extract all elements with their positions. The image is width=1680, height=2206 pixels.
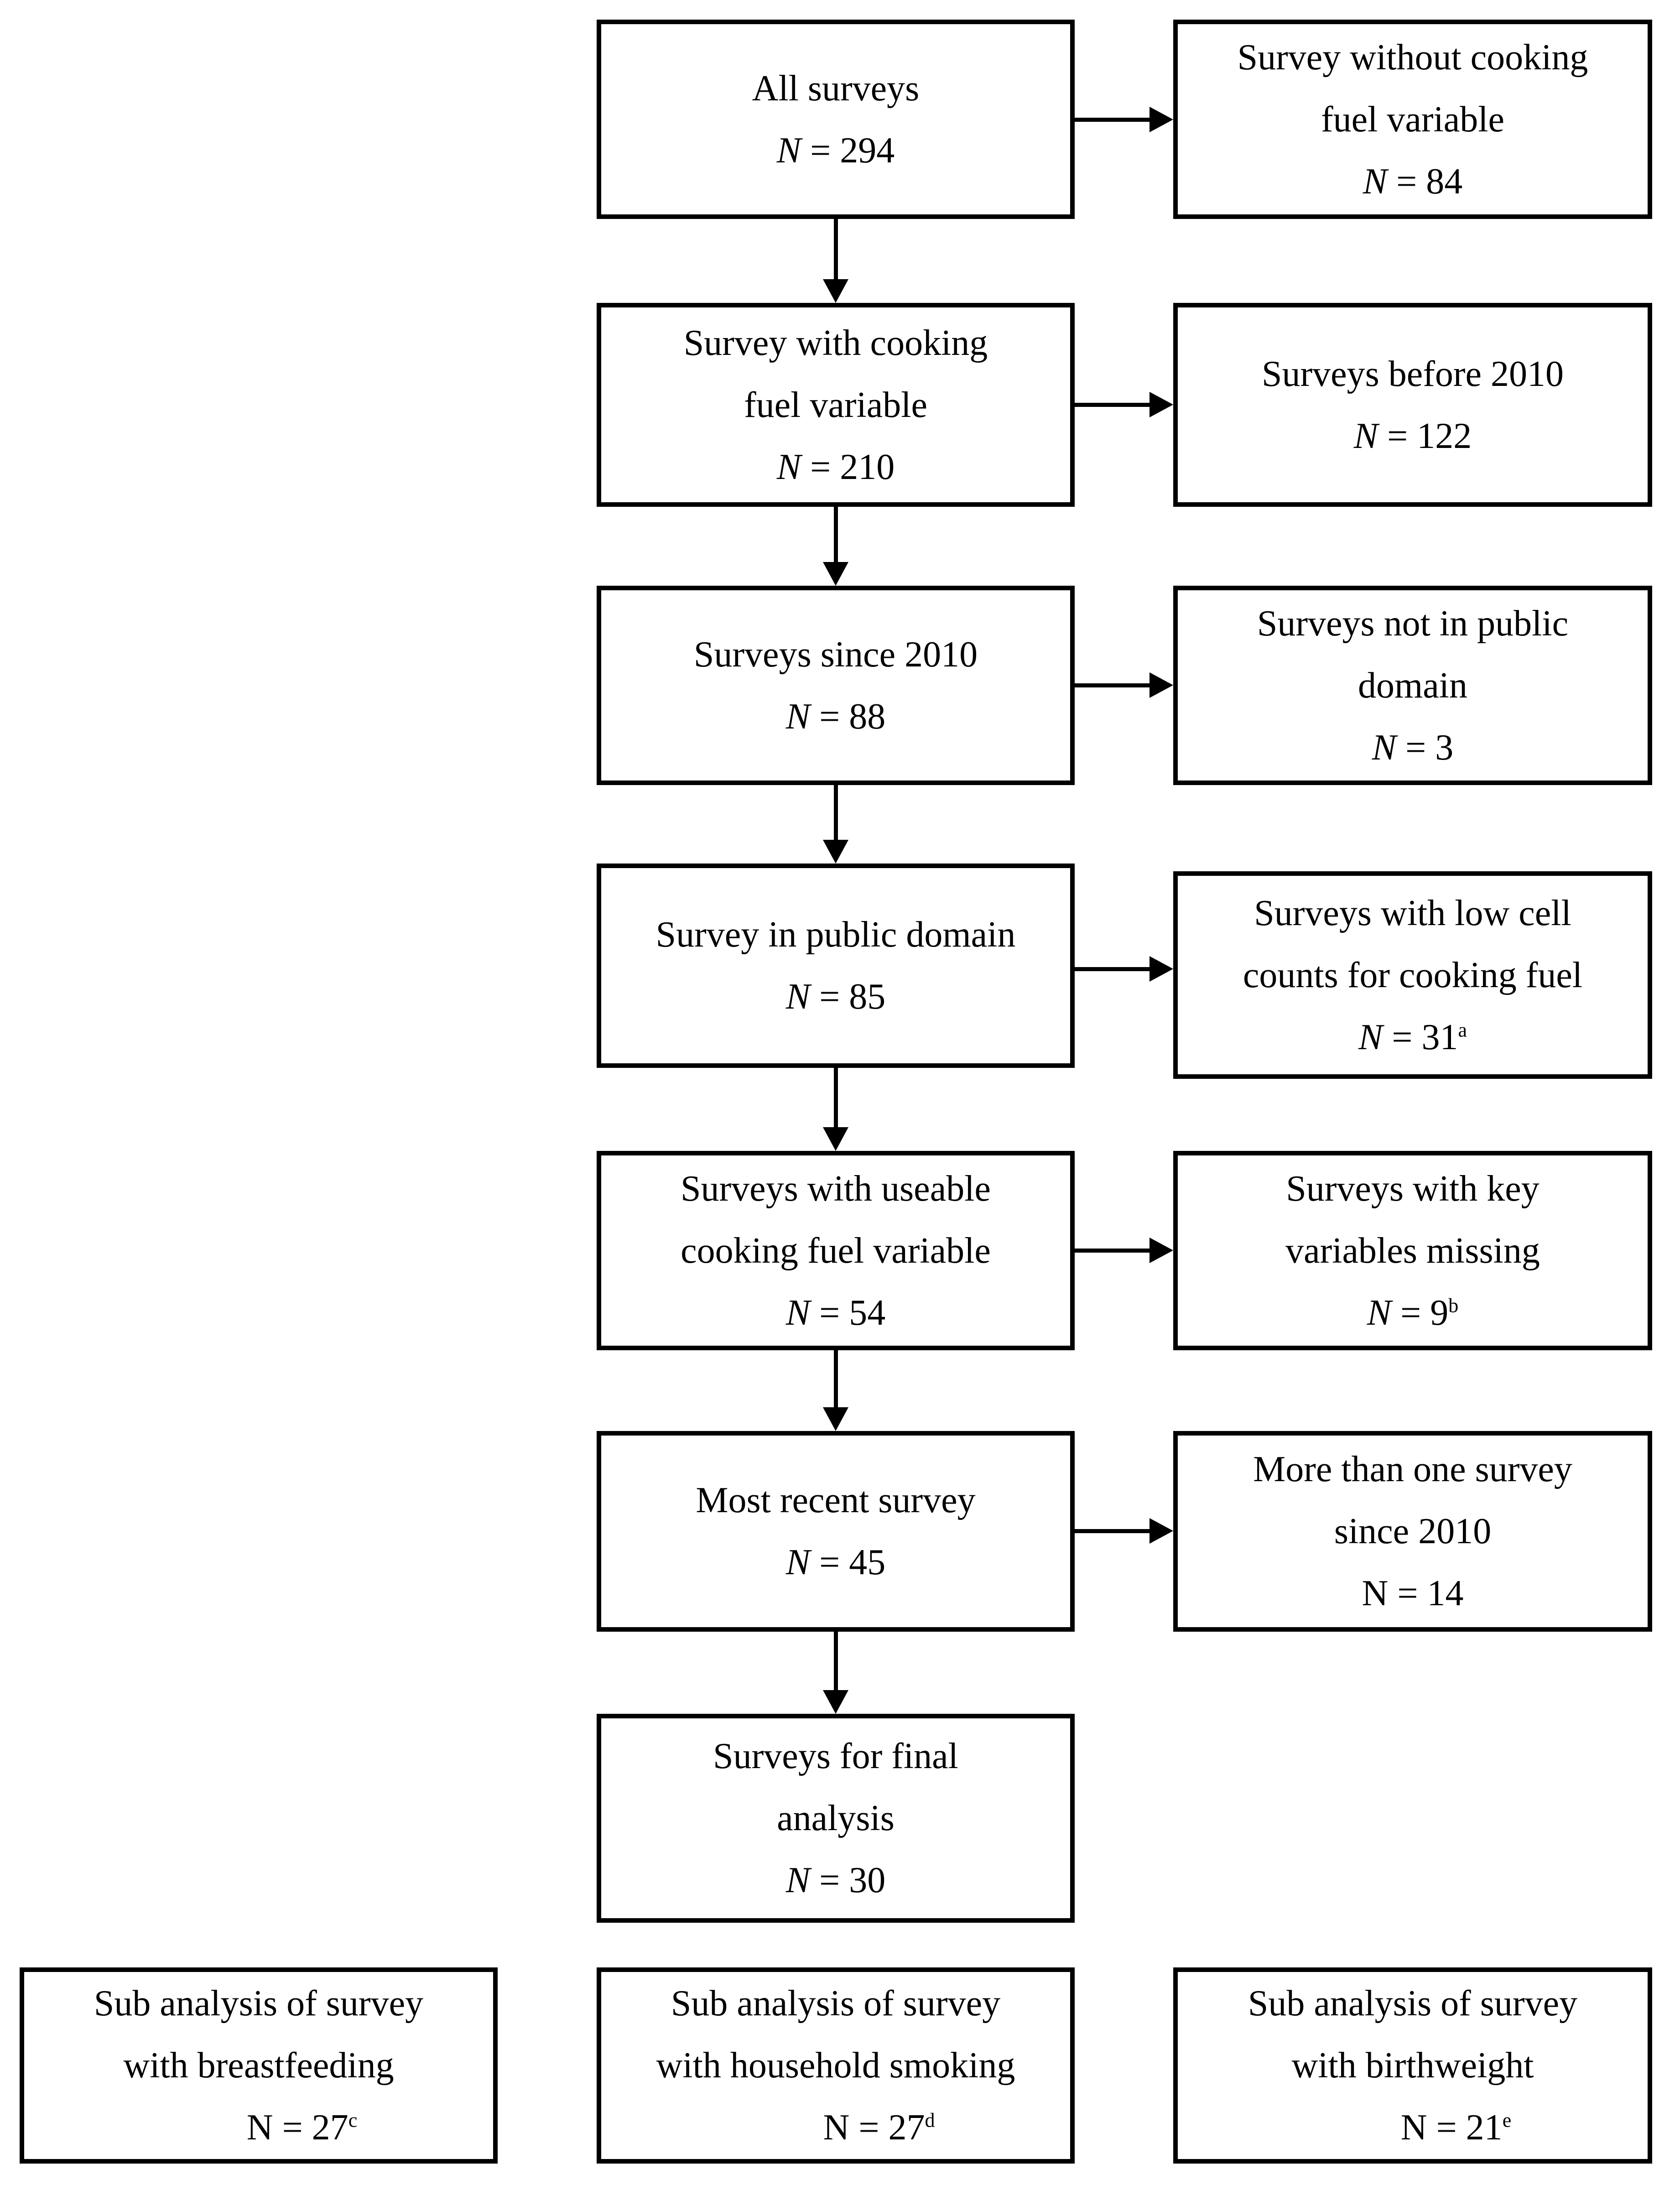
box-sub-analysis-household-smoking: Sub analysis of survey with household sm… (597, 1967, 1075, 2164)
box-label: analysis (777, 1798, 895, 1838)
box-label: Surveys not in public (1257, 603, 1569, 644)
box-surveys-since-2010: Surveys since 2010 N = 88 (597, 586, 1075, 785)
box-count: N = 210 (776, 447, 895, 487)
box-label: Survey in public domain (655, 915, 1016, 955)
box-count: N = 45 (785, 1542, 886, 1582)
box-count: N = 31a (1358, 1017, 1467, 1057)
box-more-than-one-survey: More than one survey since 2010 N = 14 (1173, 1431, 1652, 1632)
box-label: Surveys before 2010 (1261, 354, 1564, 394)
box-label: Survey with cooking (683, 323, 988, 363)
box-sub-analysis-birthweight: Sub analysis of survey with birthweight … (1173, 1967, 1652, 2164)
box-label: with birthweight (1291, 2045, 1534, 2086)
box-label: Surveys with key (1286, 1168, 1540, 1209)
box-label: with breastfeeding (123, 2045, 394, 2086)
box-count: N = 3 (1372, 727, 1454, 768)
box-count: N = 294 (776, 130, 895, 171)
box-label: Surveys with low cell (1254, 893, 1571, 933)
box-label: Surveys since 2010 (693, 634, 978, 675)
box-label: Sub analysis of survey (94, 1983, 424, 2024)
box-label: More than one survey (1253, 1449, 1572, 1489)
box-surveys-key-variables-missing: Surveys with key variables missing N = 9… (1173, 1151, 1652, 1350)
box-survey-in-public-domain: Survey in public domain N = 85 (597, 864, 1075, 1068)
box-label: cooking fuel variable (681, 1230, 991, 1271)
box-label: Sub analysis of survey (671, 1983, 1001, 2024)
box-sub-analysis-breastfeeding: Sub analysis of survey with breastfeedin… (20, 1967, 498, 2164)
box-most-recent-survey: Most recent survey N = 45 (597, 1431, 1075, 1632)
box-label: All surveys (752, 68, 920, 109)
box-surveys-low-cell-counts: Surveys with low cell counts for cooking… (1173, 871, 1652, 1079)
box-label: Survey without cooking (1237, 37, 1588, 78)
box-label: domain (1358, 665, 1467, 706)
box-surveys-final-analysis: Surveys for final analysis N = 30 (597, 1714, 1075, 1923)
box-count: N = 122 (1353, 416, 1472, 456)
box-count: N = 85 (785, 977, 886, 1017)
box-label: variables missing (1285, 1230, 1540, 1271)
box-label: Most recent survey (696, 1480, 976, 1520)
box-label: Sub analysis of survey (1248, 1983, 1578, 2024)
box-count: N = 27d (823, 2107, 935, 2148)
box-label: Surveys for final (713, 1736, 958, 1776)
box-count: N = 21e (1400, 2107, 1512, 2148)
box-survey-without-cooking-fuel: Survey without cooking fuel variable N =… (1173, 20, 1652, 219)
box-count: N = 27c (246, 2107, 358, 2148)
box-count: N = 14 (1362, 1573, 1464, 1613)
box-label: fuel variable (744, 385, 927, 425)
box-surveys-not-public-domain: Surveys not in public domain N = 3 (1173, 586, 1652, 785)
box-count: N = 88 (785, 696, 886, 737)
box-all-surveys: All surveys N = 294 (597, 20, 1075, 219)
box-count: N = 30 (785, 1860, 886, 1900)
box-count: N = 54 (785, 1292, 886, 1333)
box-surveys-before-2010: Surveys before 2010 N = 122 (1173, 303, 1652, 507)
box-surveys-useable-cooking-fuel: Surveys with useable cooking fuel variab… (597, 1151, 1075, 1350)
box-label: fuel variable (1321, 99, 1504, 140)
box-label: Surveys with useable (681, 1168, 991, 1209)
box-count: N = 9b (1367, 1292, 1459, 1333)
box-survey-with-cooking-fuel: Survey with cooking fuel variable N = 21… (597, 303, 1075, 507)
box-label: counts for cooking fuel (1243, 955, 1583, 995)
box-count: N = 84 (1363, 161, 1463, 202)
box-label: since 2010 (1334, 1511, 1492, 1551)
box-label: with household smoking (656, 2045, 1015, 2086)
